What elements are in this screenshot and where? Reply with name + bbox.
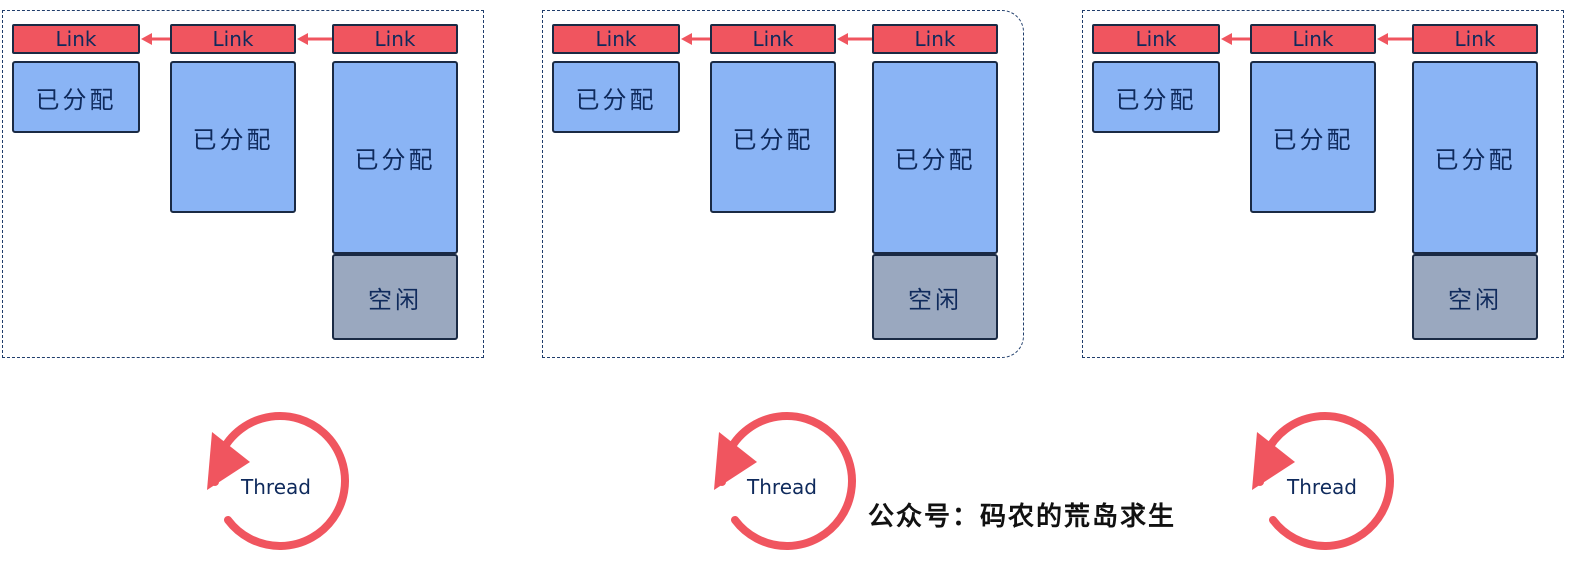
link-node-2: Link xyxy=(1250,24,1376,54)
watermark-text: 公众号：码农的荒岛求生 xyxy=(868,502,1177,532)
link-arrows xyxy=(681,33,872,45)
memory-panel-3: Link Link Link 已分配 已分配 已分配 空闲 Thread xyxy=(1080,0,1579,570)
allocated-block-medium: 已分配 xyxy=(1250,61,1376,213)
link-arrow-3-to-2-head xyxy=(297,33,308,45)
link-arrow-3-to-2-head xyxy=(837,33,848,45)
thread-cache-frame xyxy=(542,10,1024,358)
free-block: 空闲 xyxy=(1412,254,1538,340)
thread-label: Thread xyxy=(747,475,817,499)
thread-label: Thread xyxy=(241,475,311,499)
allocated-block-small: 已分配 xyxy=(552,61,680,133)
link-node-3: Link xyxy=(1412,24,1538,54)
allocated-block-medium: 已分配 xyxy=(170,61,296,213)
allocated-block-small: 已分配 xyxy=(12,61,140,133)
link-node-3: Link xyxy=(872,24,998,54)
link-arrow-3-to-2-head xyxy=(1377,33,1388,45)
allocated-block-medium: 已分配 xyxy=(710,61,836,213)
link-node-2: Link xyxy=(710,24,836,54)
link-node-2: Link xyxy=(170,24,296,54)
free-block: 空闲 xyxy=(872,254,998,340)
thread-cycle-icon xyxy=(1252,412,1394,550)
allocated-block-large: 已分配 xyxy=(872,61,998,254)
link-node-1: Link xyxy=(1092,24,1220,54)
allocated-block-large: 已分配 xyxy=(1412,61,1538,254)
link-node-3: Link xyxy=(332,24,458,54)
link-arrows xyxy=(1221,33,1412,45)
link-node-1: Link xyxy=(12,24,140,54)
link-arrow-2-to-1-head xyxy=(681,33,692,45)
thread-cache-frame xyxy=(2,10,484,358)
thread-cache-frame xyxy=(1082,10,1564,358)
thread-label: Thread xyxy=(1287,475,1357,499)
link-node-1: Link xyxy=(552,24,680,54)
link-arrow-2-to-1-head xyxy=(1221,33,1232,45)
allocated-block-large: 已分配 xyxy=(332,61,458,254)
free-block: 空闲 xyxy=(332,254,458,340)
link-arrow-2-to-1-head xyxy=(141,33,152,45)
thread-cycle-icon xyxy=(714,412,856,550)
thread-cycle-icon xyxy=(207,412,349,550)
memory-panel-1: Link Link Link 已分配 已分配 已分配 空闲 Thread xyxy=(0,0,500,570)
link-arrows xyxy=(141,33,332,45)
allocated-block-small: 已分配 xyxy=(1092,61,1220,133)
memory-panel-2: Link Link Link 已分配 已分配 已分配 空闲 Thread xyxy=(540,0,1040,570)
